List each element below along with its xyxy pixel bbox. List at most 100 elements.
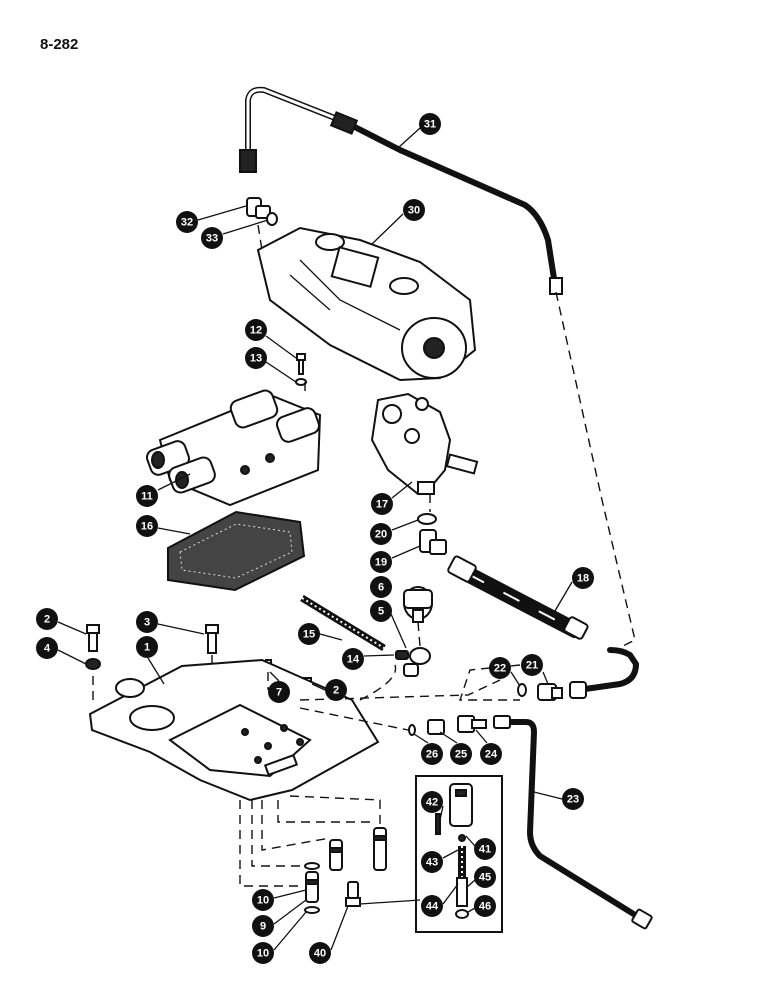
callout-41: 41 [474,838,496,860]
elbow-fitting-32 [246,197,271,219]
callout-circle [245,319,267,341]
callout-30: 30 [403,199,425,221]
fitting-21 [537,683,563,701]
callout-label: 45 [479,872,491,884]
callout-circle [309,942,331,964]
fitting-14 [395,650,409,660]
callout-14: 14 [342,648,364,670]
callout-label: 19 [375,557,387,569]
callout-label: 12 [250,325,262,337]
callout-18: 18 [572,567,594,589]
callout-2: 2 [325,679,347,701]
callout-label: 25 [455,749,467,761]
callout-43: 43 [421,851,443,873]
bolt-3 [205,624,219,654]
gasket-16 [167,510,306,592]
callout-circle [421,851,443,873]
callout-label: 2 [44,614,50,626]
solenoid-valve-11 [146,389,322,507]
callout-label: 42 [426,797,438,809]
callout-2: 2 [36,608,58,630]
callout-circle [474,838,496,860]
callout-circle [252,942,274,964]
callout-circle [136,611,158,633]
callout-circle [489,657,511,679]
assembly-paths [92,224,636,887]
callout-circle [36,637,58,659]
callout-circle [572,567,594,589]
callout-circle [136,515,158,537]
page-number: 8-282 [40,36,79,53]
tube-18-extension [569,647,639,699]
valve-40 [345,881,361,907]
callout-circle [421,791,443,813]
callout-4: 4 [36,637,58,659]
tube-23 [493,715,653,930]
callout-label: 11 [141,491,153,503]
callout-circle [419,113,441,135]
callout-circle [371,493,393,515]
callout-circle [421,743,443,765]
callout-label: 26 [426,749,438,761]
callout-label: 14 [347,654,360,666]
callout-label: 16 [141,521,153,533]
fitting-24 [457,715,487,733]
callout-3: 3 [136,611,158,633]
callout-label: 5 [378,606,384,618]
callout-21: 21 [521,654,543,676]
cap-6 [403,586,433,623]
callout-circle [245,347,267,369]
callout-6: 6 [370,576,392,598]
callout-circle [176,211,198,233]
callout-label: 33 [206,233,218,245]
leader-lines [57,127,573,951]
valve-body-17 [370,392,479,496]
callout-circle [370,576,392,598]
callout-circle [201,227,223,249]
callout-5: 5 [370,600,392,622]
callout-label: 7 [276,687,282,699]
callout-circle [342,648,364,670]
callout-15: 15 [298,623,320,645]
washer-4 [85,658,101,670]
callout-label: 44 [426,901,439,913]
callout-25: 25 [450,743,472,765]
callout-circle [480,743,502,765]
o-ring-10-bottom [304,906,320,914]
callout-12: 12 [245,319,267,341]
callout-32: 32 [176,211,198,233]
callout-circle [136,636,158,658]
callout-44: 44 [421,895,443,917]
bolt-2-left [86,624,100,652]
callout-label: 4 [44,643,51,655]
callout-40: 40 [309,942,331,964]
hose-18 [447,555,589,640]
callout-label: 10 [257,895,269,907]
elbow-fitting-19 [419,529,447,555]
callout-circle [562,788,584,810]
callout-20: 20 [370,523,392,545]
callout-circle [450,743,472,765]
o-ring-33 [266,212,278,226]
tube-31 [239,86,563,295]
callout-22: 22 [489,657,511,679]
callout-circle [370,600,392,622]
callout-label: 23 [567,794,579,806]
callout-19: 19 [370,551,392,573]
callout-10: 10 [252,942,274,964]
callout-label: 2 [333,685,339,697]
callout-circle [268,681,290,703]
callout-circle [474,866,496,888]
callout-16: 16 [136,515,158,537]
base-plate-1 [88,658,380,802]
callout-10: 10 [252,889,274,911]
callout-circle [370,523,392,545]
callout-26: 26 [421,743,443,765]
callout-circle [136,485,158,507]
callout-label: 17 [376,499,388,511]
callout-circle [325,679,347,701]
callout-label: 3 [144,617,150,629]
callout-24: 24 [480,743,502,765]
callout-45: 45 [474,866,496,888]
